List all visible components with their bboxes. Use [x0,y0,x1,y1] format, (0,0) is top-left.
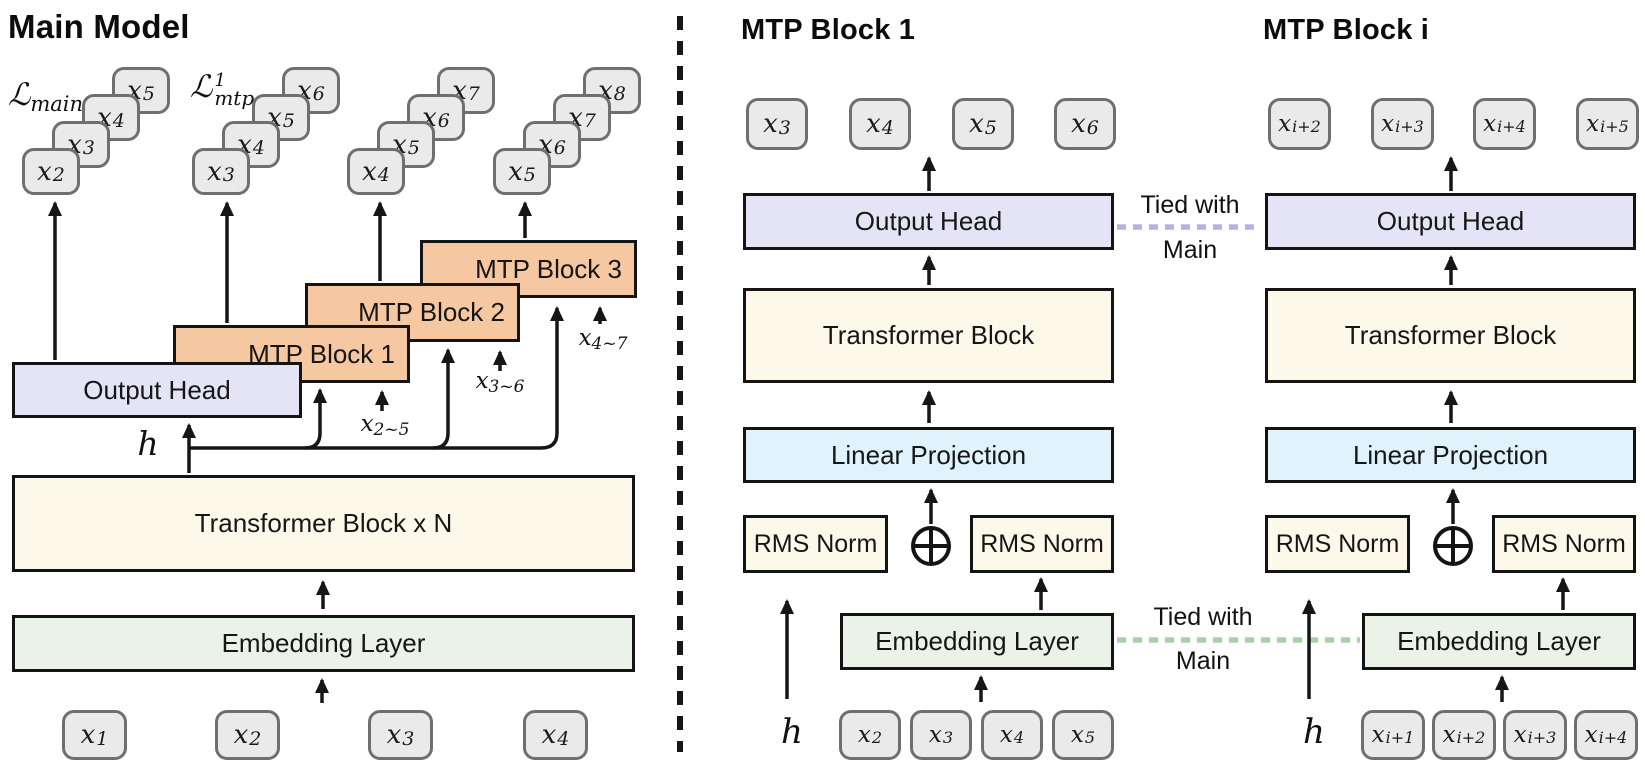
panel-title: MTP Block 1 [741,14,916,46]
output-head-block: Output Head [1265,193,1636,250]
curved-branch-arrow [540,306,564,450]
h-label: h [137,424,159,463]
transformer-block: Transformer Block x N [12,475,635,572]
rms-norm-left-block: RMS Norm [743,515,888,573]
linear-projection-block: Linear Projection [743,427,1114,483]
rms-norm-right-block: RMS Norm [1492,515,1636,573]
curved-branch-arrow [304,388,327,450]
h-label: h [781,712,803,752]
rms-norm-left-block: RMS Norm [1265,515,1410,573]
embedding-layer-block: Embedding Layer [840,613,1114,670]
token-range-label: x3~6 [475,368,525,398]
tied-with-main-label: Tied with [1153,603,1253,631]
linear-projection-block: Linear Projection [1265,427,1636,483]
output-head-block: Output Head [12,362,302,418]
transformer-block: Transformer Block [1265,288,1636,383]
loss-mtp1-label: ℒ 1 mtp [190,69,255,111]
tied-with-main-label: Main [1175,647,1231,675]
curved-branch-arrow [432,348,455,450]
output-head-block: Output Head [743,193,1114,250]
mtp-block-2: MTP Block 2 [305,283,520,342]
panel-title: MTP Block i [1263,14,1430,46]
h-label: h [1303,712,1325,752]
embedding-layer-block: Embedding Layer [1362,613,1636,670]
rms-norm-right-block: RMS Norm [970,515,1114,573]
token-range-label: x4~7 [578,325,628,355]
token-range-label: x2~5 [360,411,410,441]
tied-with-main-label: Main [1162,236,1218,264]
transformer-block: Transformer Block [743,288,1114,383]
embedding-layer-block: Embedding Layer [12,615,635,672]
main-model-title: Main Model [8,8,190,45]
tied-with-main-label: Tied with [1140,191,1240,219]
